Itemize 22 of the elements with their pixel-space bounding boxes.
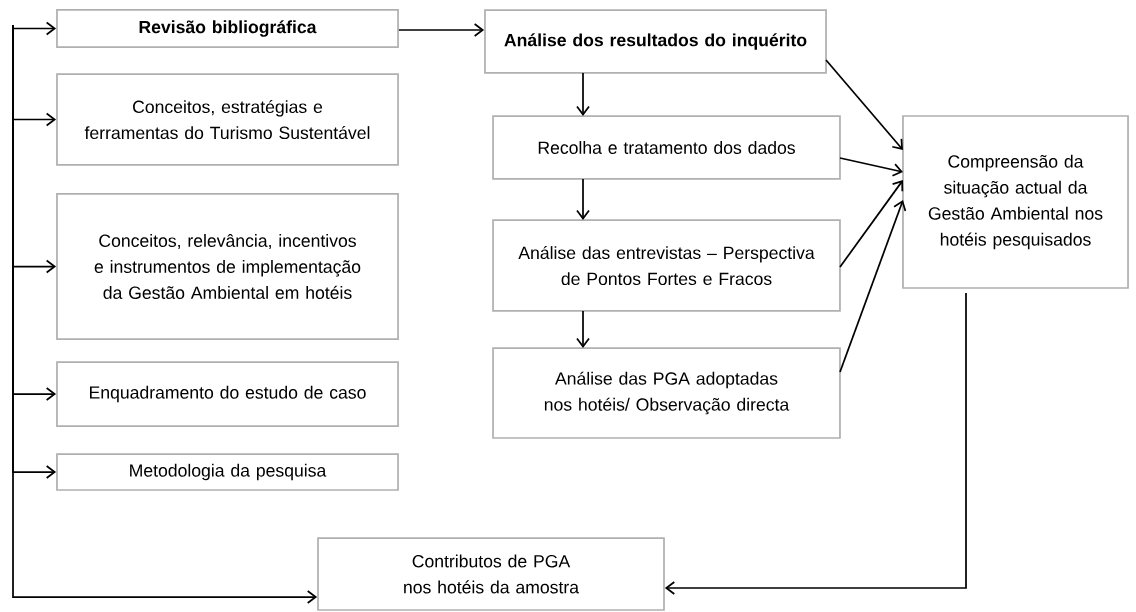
- arrow: [839, 200, 907, 373]
- arrow: [12, 21, 57, 36]
- process-box: Metodologia da pesquisa: [56, 453, 399, 491]
- arrow: [576, 178, 590, 220]
- process-box: Análise das entrevistas – Perspectiva de Pontos Fortes e Fracos: [492, 219, 841, 312]
- arrow: [576, 72, 590, 116]
- process-box: Conceitos, estratégias e ferramentas do Turismo Sustentável: [56, 73, 399, 166]
- process-box: Enquadramento do estudo de caso: [56, 361, 399, 427]
- process-box: Revisão bibliográfica: [56, 9, 399, 48]
- process-box: Contributos de PGA nos hotéis da amostra: [317, 537, 665, 611]
- process-box: Recolha e tratamento dos dados: [492, 115, 841, 180]
- arrow: [664, 292, 967, 595]
- arrow: [839, 157, 903, 177]
- process-box: Análise dos resultados do inquérito: [484, 9, 827, 74]
- process-box: Análise das PGA adoptadas nos hotéis/ Observação directa: [492, 347, 841, 439]
- arrow: [825, 59, 903, 150]
- process-box: Conceitos, relevância, incentivos e instrumentos de implementação da Gestão Ambiental em hotéis: [56, 193, 399, 340]
- arrow: [398, 23, 485, 37]
- process-box: Compreensão da situação actual da Gestão Ambiental nos hotéis pesquisados: [902, 115, 1129, 289]
- arrow: [12, 24, 318, 604]
- arrow: [576, 310, 590, 348]
- arrow: [839, 180, 904, 268]
